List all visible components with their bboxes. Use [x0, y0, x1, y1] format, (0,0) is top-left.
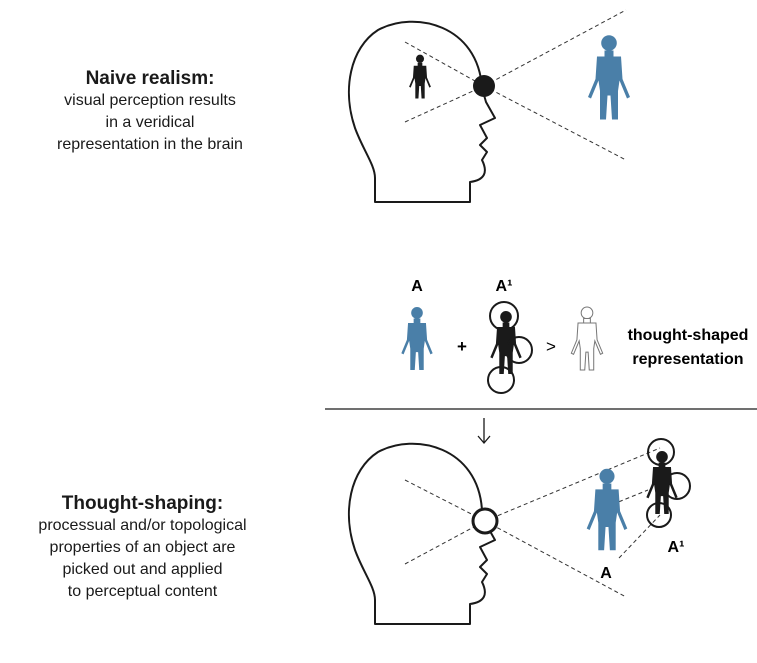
thought-label-a1: A¹: [668, 539, 685, 556]
thought-head-outline: [348, 442, 496, 625]
naive-realism-line-3: representation in the brain: [57, 136, 243, 153]
thought-shaping-line-2: properties of an object are: [49, 539, 236, 556]
naive-realism-line-1: visual perception results: [64, 92, 236, 109]
down-arrow-icon: [477, 418, 491, 444]
naive-eye-dot: [473, 75, 495, 97]
naive-realism-text: Naive realism: visual perception results…: [30, 68, 270, 156]
thought-view-lines: [404, 447, 661, 598]
formula-figure-a-icon: [401, 307, 433, 370]
naive-inner-figure-icon: [409, 54, 431, 99]
naive-view-lines: [404, 9, 627, 161]
formula-greater: >: [546, 337, 556, 356]
formula-result-line-1: thought-shaped: [628, 327, 749, 344]
formula-result-line-2: representation: [632, 351, 743, 368]
thought-shaping-line-1: processual and/or topological: [38, 517, 247, 534]
naive-realism-line-2: in a veridical: [105, 114, 195, 131]
thought-eye-ring: [471, 507, 499, 535]
formula-plus: +: [457, 337, 467, 356]
naive-outer-figure-icon: [588, 35, 630, 120]
thought-shaping-title: Thought-shaping:: [61, 493, 224, 514]
formula-highlight-circles: [487, 301, 533, 394]
naive-head-outline: [348, 20, 496, 203]
thought-shaping-line-4: to perceptual content: [67, 583, 218, 600]
thought-shaping-line-3: picked out and applied: [62, 561, 223, 578]
thought-label-a: A: [600, 565, 612, 582]
formula-label-a1: A¹: [496, 278, 513, 295]
formula-label-a: A: [411, 278, 423, 295]
thought-shaping-text: Thought-shaping: processual and/or topol…: [5, 493, 280, 603]
thought-highlight-circles: [646, 438, 691, 528]
formula-result-figure-icon: [570, 306, 604, 371]
naive-realism-title: Naive realism:: [85, 68, 215, 89]
thought-figure-a-icon: [586, 468, 628, 551]
